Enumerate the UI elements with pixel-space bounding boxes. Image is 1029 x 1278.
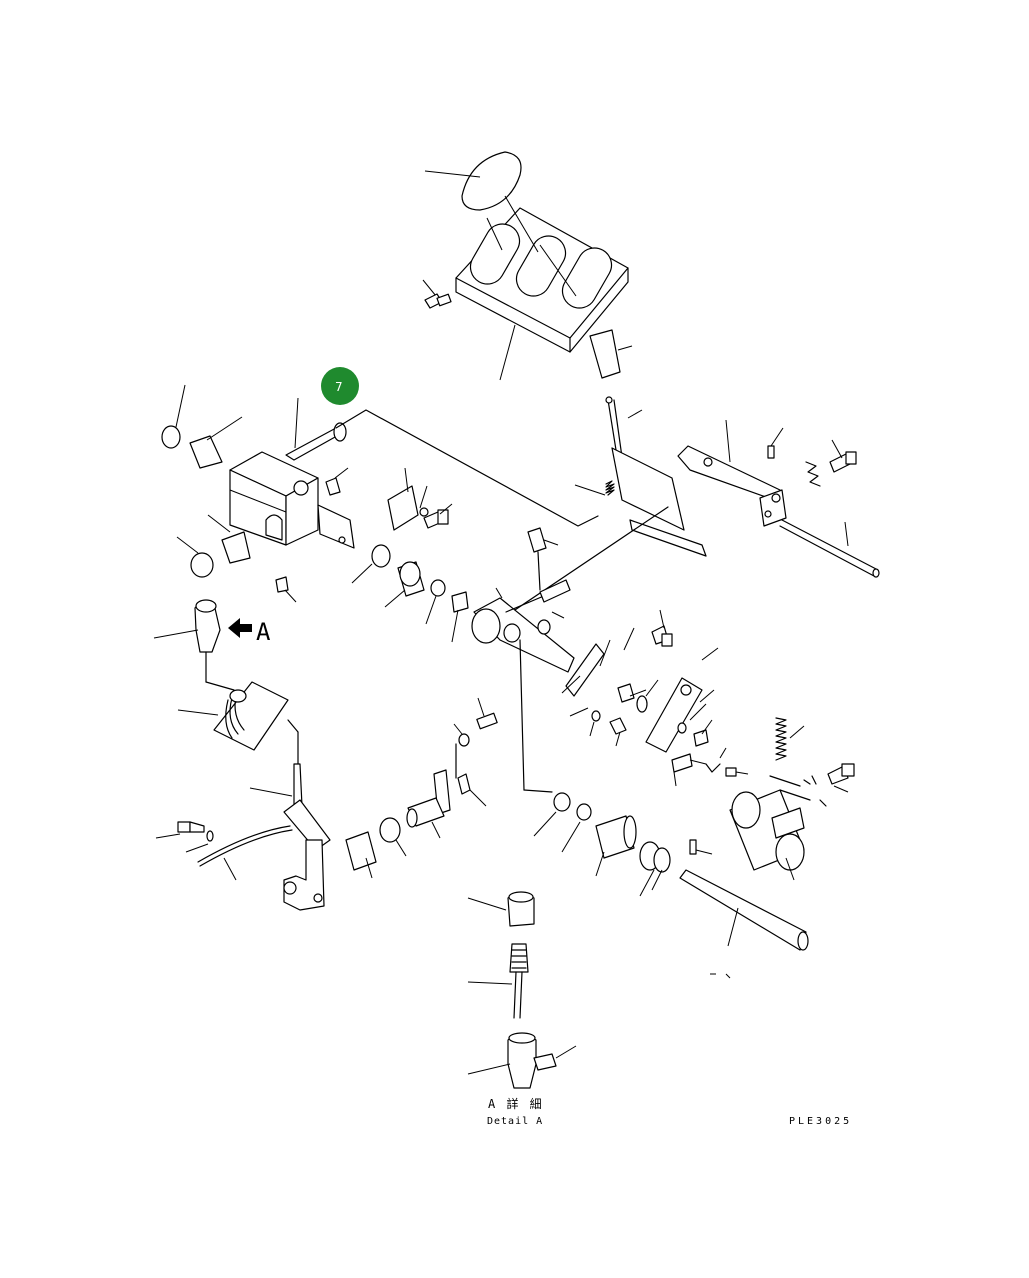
shaft-tube [471, 527, 575, 793]
link-rod [335, 409, 599, 527]
drawing-code: PLE3025 [789, 1116, 852, 1127]
center-lower-parts [345, 697, 498, 879]
lever-housing [161, 384, 355, 603]
right-bracket [677, 419, 880, 578]
detail-title-en: Detail A [487, 1116, 543, 1127]
center-bracket-parts [351, 467, 469, 643]
linkage-parts [561, 609, 719, 753]
pedal-lever [499, 396, 707, 621]
pin-part [589, 329, 633, 379]
callout-badge[interactable]: 7 [321, 367, 359, 405]
spring-cylinder [729, 717, 855, 881]
arrow-label: A [256, 618, 271, 646]
detail-title-jp: A 詳 細 [488, 1096, 544, 1111]
pedal-pad [461, 151, 522, 211]
lower-bushings [533, 792, 671, 897]
bolt [422, 279, 452, 309]
arrow-left-icon [228, 618, 252, 638]
long-bar [679, 869, 809, 979]
pedal-assembly [422, 151, 629, 381]
callout-number: 7 [335, 380, 343, 394]
lever-knob-assembly: A [153, 599, 331, 911]
small-pins [671, 747, 749, 855]
callout-circle [321, 367, 359, 405]
detail-a: A 詳 細 Detail A [467, 891, 577, 1127]
